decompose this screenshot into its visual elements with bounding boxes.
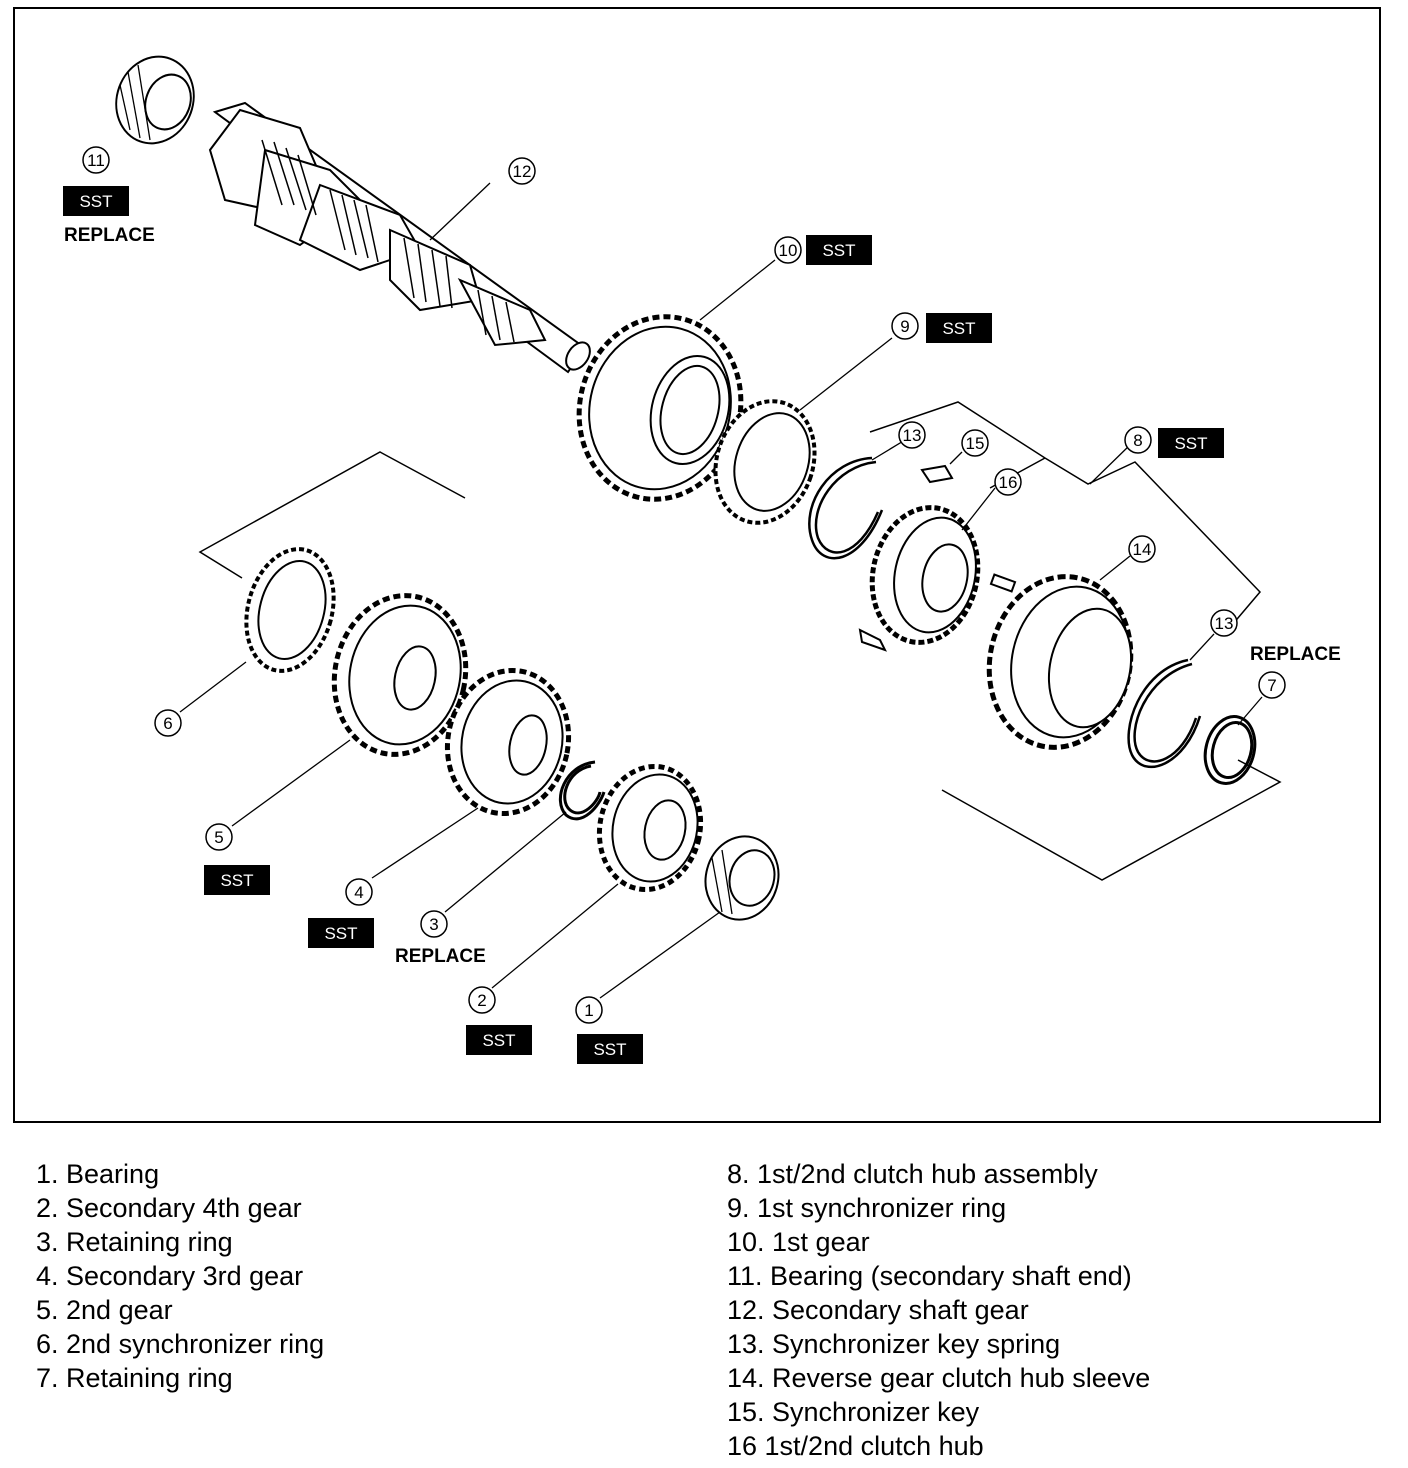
replace-label-3: REPLACE (395, 946, 486, 967)
svg-text:6: 6 (163, 714, 172, 733)
synchronizer-key (858, 464, 1017, 652)
svg-text:12: 12 (513, 162, 532, 181)
svg-text:7: 7 (1267, 676, 1276, 695)
svg-text:9: 9 (900, 317, 909, 336)
callout-5: 5 (205, 823, 233, 851)
clutch-hub (869, 505, 981, 645)
sst-tag-10: SST (806, 235, 872, 265)
secondary-third-gear (444, 667, 572, 817)
replace-label-7: REPLACE (1250, 644, 1341, 665)
svg-text:11: 11 (87, 151, 105, 170)
parts-legend-left: 1. Bearing 2. Secondary 4th gear 3. Reta… (36, 1157, 324, 1395)
callout-13-upper: 13 (898, 421, 926, 449)
svg-text:SST: SST (220, 871, 253, 890)
legend-item: 2. Secondary 4th gear (36, 1193, 302, 1223)
replace-label-11: REPLACE (64, 225, 155, 246)
synchronizer-key-spring-upper (808, 456, 884, 560)
svg-text:SST: SST (942, 319, 975, 338)
sst-tag-11: SST (63, 186, 129, 216)
callout-1: 1 (575, 996, 603, 1024)
svg-text:15: 15 (966, 434, 985, 453)
reverse-clutch-hub-sleeve (986, 574, 1134, 750)
callout-3: 3 (420, 910, 448, 938)
legend-item: 4. Secondary 3rd gear (36, 1261, 304, 1291)
svg-text:8: 8 (1133, 431, 1142, 450)
replace-labels: REPLACE REPLACE REPLACE (64, 225, 1341, 967)
retaining-ring-seven (1203, 715, 1257, 785)
callout-13-lower: 13 (1210, 609, 1238, 637)
synchronizer-key-spring-lower (1127, 658, 1202, 769)
exploded-gear-diagram: 11 12 10 9 13 15 16 8 14 13 7 6 5 4 3 2 … (13, 7, 1381, 1123)
sst-tag-4: SST (308, 918, 374, 948)
callout-14: 14 (1128, 535, 1156, 563)
callout-11: 11 (82, 146, 110, 174)
svg-text:3: 3 (429, 915, 438, 934)
svg-text:4: 4 (354, 883, 363, 902)
svg-text:16: 16 (999, 473, 1018, 492)
svg-text:SST: SST (324, 924, 357, 943)
callouts: 11 12 10 9 13 15 16 8 14 13 7 6 5 4 3 2 … (82, 146, 1286, 1024)
svg-text:2: 2 (477, 991, 486, 1010)
svg-text:10: 10 (779, 241, 798, 260)
second-synchronizer-ring (244, 547, 336, 673)
legend-item: 16 1st/2nd clutch hub (727, 1431, 984, 1461)
leader-lines (179, 182, 1263, 999)
callout-4: 4 (345, 878, 373, 906)
callout-6: 6 (154, 709, 182, 737)
parts-legend-right: 8. 1st/2nd clutch hub assembly 9. 1st sy… (727, 1157, 1150, 1463)
legend-item: 13. Synchronizer key spring (727, 1329, 1061, 1359)
legend-item: 12. Secondary shaft gear (727, 1295, 1029, 1325)
secondary-shaft-gear (208, 101, 591, 374)
legend-item: 1. Bearing (36, 1159, 160, 1189)
sst-tag-9: SST (926, 313, 992, 343)
first-synchronizer-ring (713, 399, 817, 525)
bearing-shaft-end (115, 55, 195, 145)
second-gear (331, 593, 469, 757)
legend-item: 10. 1st gear (727, 1227, 870, 1257)
legend-item: 11. Bearing (secondary shaft end) (727, 1261, 1132, 1291)
callout-7: 7 (1258, 671, 1286, 699)
legend-item: 6. 2nd synchronizer ring (36, 1329, 325, 1359)
legend-item: 15. Synchronizer key (727, 1397, 980, 1427)
callout-10: 10 (774, 236, 802, 264)
legend-item: 9. 1st synchronizer ring (727, 1193, 1007, 1223)
callout-12: 12 (508, 157, 536, 185)
bearing-one (704, 835, 780, 921)
legend-item: 5. 2nd gear (36, 1295, 173, 1325)
sst-tag-2: SST (466, 1025, 532, 1055)
legend-item: 8. 1st/2nd clutch hub assembly (727, 1159, 1098, 1189)
callout-8: 8 (1124, 426, 1152, 454)
svg-text:SST: SST (79, 192, 112, 211)
svg-text:14: 14 (1133, 540, 1152, 559)
svg-text:SST: SST (1174, 434, 1207, 453)
svg-text:SST: SST (482, 1031, 515, 1050)
legend-item: 3. Retaining ring (36, 1227, 233, 1257)
sst-tags: SST SST SST SST SST SST SST SST (63, 186, 1224, 1064)
callout-9: 9 (891, 312, 919, 340)
callout-2: 2 (468, 986, 496, 1014)
callout-15: 15 (961, 429, 989, 457)
svg-text:5: 5 (214, 828, 223, 847)
sst-tag-1: SST (577, 1034, 643, 1064)
sst-tag-5: SST (204, 865, 270, 895)
callout-16: 16 (994, 468, 1022, 496)
retaining-ring-three (558, 760, 606, 821)
legend-item: 14. Reverse gear clutch hub sleeve (727, 1363, 1151, 1393)
svg-text:SST: SST (822, 241, 855, 260)
svg-text:SST: SST (593, 1040, 626, 1059)
svg-text:1: 1 (584, 1001, 593, 1020)
sst-tag-8: SST (1158, 428, 1224, 458)
diagram-frame (13, 7, 1381, 1123)
secondary-fourth-gear (596, 763, 704, 893)
svg-text:13: 13 (1215, 614, 1234, 633)
legend-item: 7. Retaining ring (36, 1363, 233, 1393)
svg-text:13: 13 (903, 426, 922, 445)
